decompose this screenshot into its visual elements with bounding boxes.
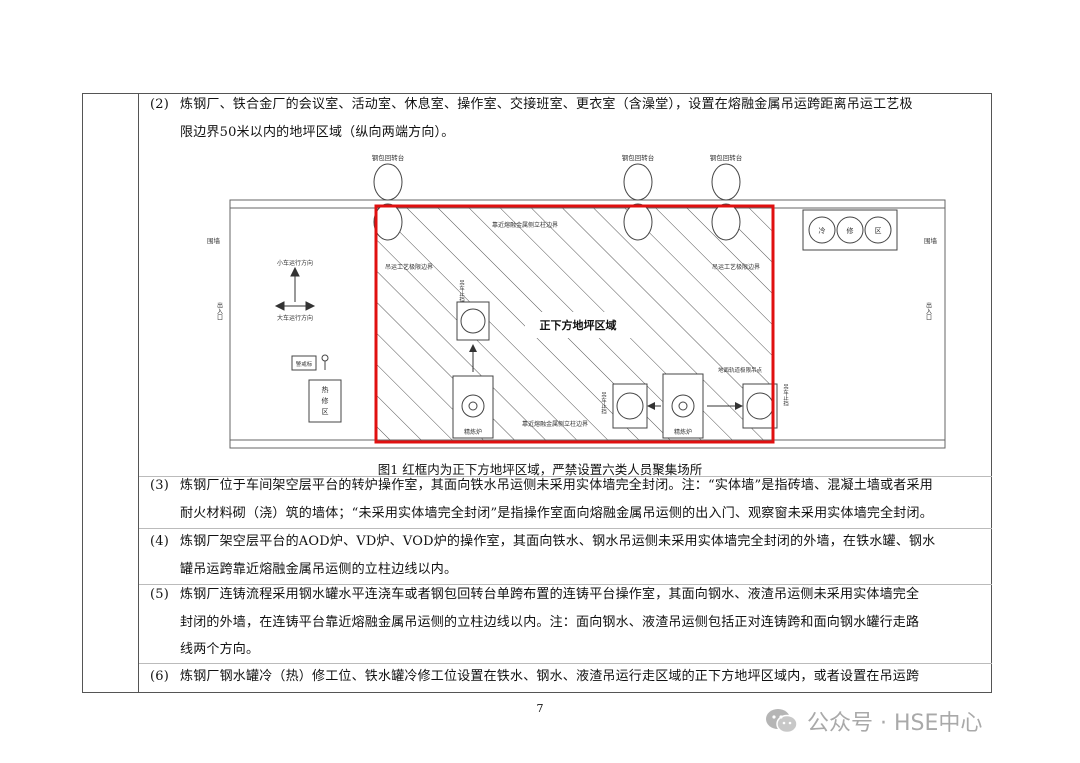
row-separator (139, 528, 992, 529)
fixed-stop-1-label: 吊车止挡 (458, 280, 465, 304)
wall-right-label: 围墙 (924, 236, 938, 245)
page-number: 7 (536, 702, 544, 715)
cold-repair-area (802, 209, 898, 251)
para3-line2: 耐火材料砌（浇）筑的墙体；“未采用实体墙完全封闭”是指操作室面向熔融金属吊运侧的… (180, 506, 933, 521)
zone-label-bg (525, 312, 635, 338)
zone-label: 正下方地坪区域 (540, 318, 617, 332)
board-sign (291, 355, 317, 371)
turret3-label: 钢包回转台 (710, 153, 743, 162)
figure-caption: 图1 红框内为正下方地坪区域，严禁设置六类人员聚集场所 (377, 462, 703, 477)
furnace-1-label: 精炼炉 (464, 428, 482, 436)
figure-plant-layout: 钢包回转台 钢包回转台 钢包回转台 冷 修 区 围墙 围墙 小车运行方向 大车运… (207, 153, 946, 449)
limit-right-label: 吊运工艺极限边界 (712, 263, 760, 271)
cold-repair-label-1: 冷 (819, 226, 826, 235)
turret1-label: 钢包回转台 (372, 153, 405, 162)
para2-line2: 限边界50米以内的地坪区域（纵向两端方向）。 (180, 125, 455, 140)
para6-number: (6) (150, 669, 170, 684)
para6-text1: 炼钢厂钢水罐冷（热）修工位、铁水罐冷修工位设置在铁水、钢水、液渣吊运行走区域的正… (180, 669, 920, 684)
para5-line1: (5) 炼钢厂连铸流程采用钢水罐水平连浇车或者钢包回转台单跨布置的连铸平台操作室，… (150, 581, 986, 609)
watermark-text: 公众号 · HSE中心 (807, 711, 983, 736)
para3-number: (3) (150, 478, 170, 493)
trolley-direction-label: 小车运行方向 (277, 259, 313, 267)
ladle-turret-1 (373, 163, 403, 241)
limit-left-label: 吊运工艺极限边界 (385, 263, 433, 271)
ground-limit-label: 地面轨道极限吊点 (718, 366, 763, 374)
exit-right-label: 出入口 (925, 301, 932, 321)
wechat-icon (766, 709, 798, 734)
wall-left-label: 围墙 (207, 236, 221, 245)
para2-line1: (2) 炼钢厂、铁合金厂的会议室、活动室、休息室、操作室、交接班室、更衣室（含澡堂… (150, 91, 986, 119)
hot-repair-label-1: 热 (322, 385, 329, 394)
fixed-stop-3-label: 吊车止挡 (782, 384, 789, 408)
building-outline (229, 199, 946, 449)
cold-repair-label-3: 区 (875, 227, 882, 235)
para3-line1: (3) 炼钢厂位于车间架空层平台的转炉操作室，其面向铁水吊运侧未采用实体墙完全封闭… (150, 472, 986, 500)
para4-line2: 罐吊运跨靠近熔融金属吊运侧的立柱边线以内。 (180, 562, 458, 577)
watermark: 公众号 · HSE中心 (765, 703, 982, 739)
cold-repair-label-2: 修 (847, 226, 854, 235)
para5-number: (5) (150, 587, 170, 602)
para5-line2: 封闭的外墙，在连铸平台靠近熔融金属吊运侧的立柱边线以内。注：面向钢水、液渣吊运侧… (180, 615, 920, 630)
content-table (82, 93, 992, 693)
table-column-divider (138, 93, 139, 693)
board-label: 警戒标 (296, 360, 313, 368)
para6-line1: (6) 炼钢厂钢水罐冷（热）修工位、铁水罐冷修工位设置在铁水、钢水、液渣吊运行走区… (150, 663, 986, 691)
red-highlight-frame (374, 204, 775, 444)
column-line-bottom-label: 靠近熔融金属侧立柱边界 (522, 420, 588, 428)
para2-text1: 炼钢厂、铁合金厂的会议室、活动室、休息室、操作室、交接班室、更衣室（含澡堂），设… (180, 97, 913, 112)
para4-number: (4) (150, 534, 170, 549)
row-separator (139, 663, 992, 664)
turret2-label: 钢包回转台 (622, 153, 655, 162)
hot-repair-label-2: 修 (322, 396, 329, 405)
para4-line1: (4) 炼钢厂架空层平台的AOD炉、VD炉、VOD炉的操作室，其面向铁水、钢水吊运… (150, 528, 986, 556)
row-separator (139, 476, 992, 477)
para5-text1: 炼钢厂连铸流程采用钢水罐水平连浇车或者钢包回转台单跨布置的连铸平台操作室，其面向… (180, 587, 920, 602)
hot-repair-label-3: 区 (322, 408, 329, 416)
furnace-2-label: 精炼炉 (674, 428, 692, 436)
column-line-top-label: 靠近熔融金属侧立柱边界 (492, 221, 558, 229)
para4-text1: 炼钢厂架空层平台的AOD炉、VD炉、VOD炉的操作室，其面向铁水、钢水吊运侧未采… (180, 534, 936, 549)
para2-number: (2) (150, 97, 170, 112)
hot-repair-area (308, 379, 342, 423)
exit-left-label: 出入口 (216, 301, 223, 321)
fixed-stop-2-label: 吊车止挡 (600, 392, 607, 416)
para5-line3: 线两个方向。 (180, 642, 260, 657)
crane-direction-label: 大车运行方向 (277, 314, 313, 322)
ladle-turret-2 (623, 163, 653, 241)
row-separator (139, 584, 992, 585)
para3-text1: 炼钢厂位于车间架空层平台的转炉操作室，其面向铁水吊运侧未采用实体墙完全封闭。注：… (180, 478, 933, 493)
ladle-turret-3 (711, 163, 741, 241)
direction-arrows (274, 266, 316, 311)
